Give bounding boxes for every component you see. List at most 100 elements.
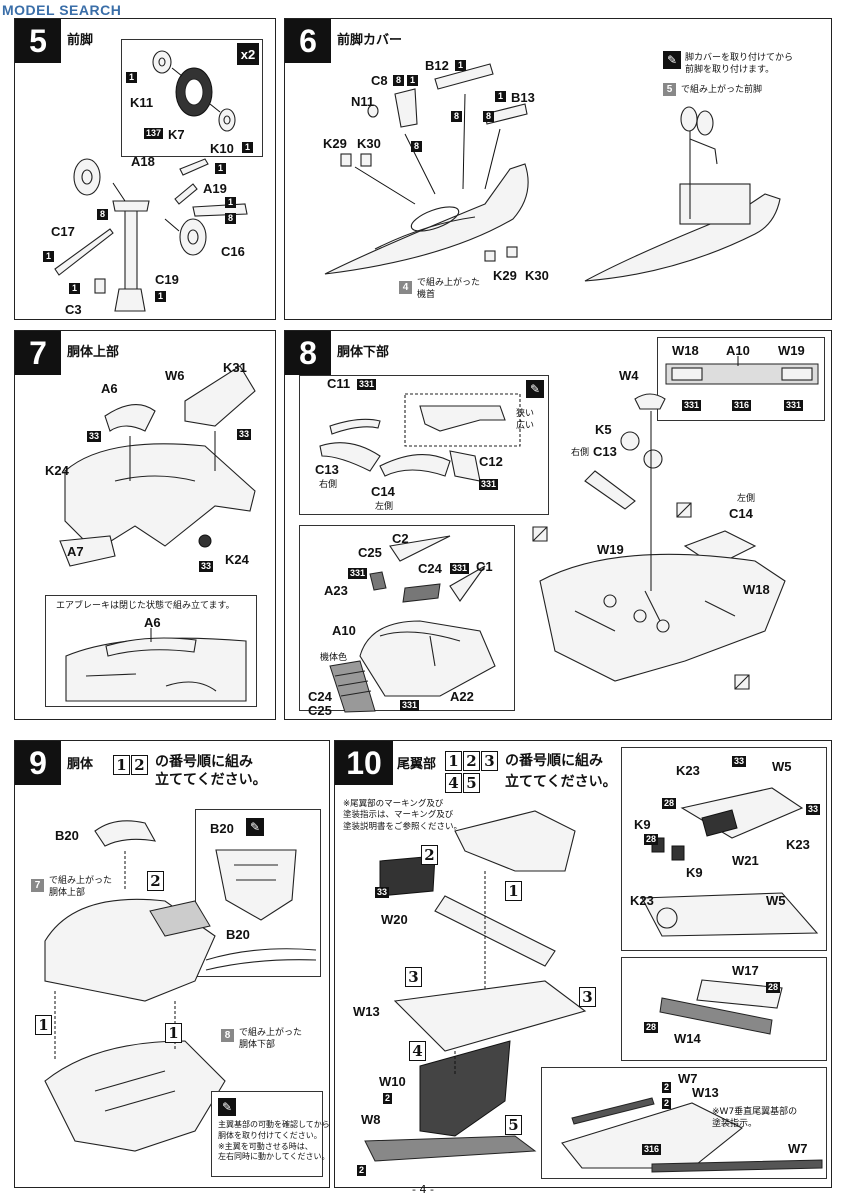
seq-marker-3: 3	[579, 987, 596, 1007]
label-b20: B20	[55, 828, 79, 843]
label-w19: W19	[597, 542, 624, 557]
badge-2: 2	[383, 1093, 393, 1104]
label-c13: C13	[315, 462, 339, 477]
label-c24: C24	[418, 561, 442, 576]
nose-cover-drawing	[324, 63, 781, 282]
step-8-panel: 8 胴体下部 W18 A10 W19 331 316 331 ✎ 狭い 広い C…	[284, 330, 832, 720]
seq-box-5: 5	[463, 773, 480, 793]
label-k30: K30	[357, 136, 381, 151]
label-k24b: K24	[225, 552, 249, 567]
label-k31: K31	[223, 360, 247, 375]
step-title: 前脚カバー	[337, 33, 403, 48]
label-c19: C19	[155, 272, 179, 287]
badge-28: 28	[644, 1022, 659, 1033]
step-5-panel: 5 前脚 x2 1 K11 137 K7 K10 1 A18 1 A19 1 8…	[14, 18, 276, 320]
badge-331: 331	[400, 700, 420, 711]
step-number: 9	[15, 741, 61, 785]
paint-brush-icon: ✎	[526, 380, 544, 398]
narrow-label: 狭い	[516, 409, 535, 419]
label-k9b: K9	[686, 865, 703, 880]
paint-brush-icon: ✎	[246, 818, 264, 836]
seq-marker-2: 2	[147, 871, 164, 891]
label-n11: N11	[351, 94, 375, 109]
label-w17: W17	[732, 963, 759, 978]
page-number: - 4 -	[412, 1183, 434, 1196]
badge-1: 1	[407, 75, 418, 86]
label-k23b: K23	[786, 837, 810, 852]
label-k11: K11	[130, 95, 154, 110]
airbrake-detail-drawing	[65, 628, 247, 702]
badge-8: 8	[97, 209, 108, 220]
w7-paint-subbox: W7 2 W13 2 ※W7垂直尾翼基部の 塗装指示。 316 W7	[541, 1067, 827, 1179]
label-a10-top: A10	[726, 343, 750, 358]
badge-1: 1	[69, 283, 80, 294]
badge-8: 8	[483, 111, 494, 122]
note-cover-first: 脚カバーを取り付けてから 前脚を取り付けます。	[685, 53, 794, 76]
paint-brush-icon: ✎	[218, 1098, 236, 1116]
seq-marker-2: 2	[421, 845, 438, 865]
sequence-instruction: の番号順に組み 立ててください。	[505, 753, 617, 790]
label-a18: A18	[131, 154, 155, 169]
label-c13b: C13	[593, 444, 617, 459]
badge-33: 33	[87, 431, 102, 442]
note-front-gear: で組み上がった前脚	[681, 85, 763, 95]
step-title: 胴体下部	[337, 345, 390, 360]
airbrake-note: エアブレーキは閉じた状態で組み立てます。	[56, 601, 235, 611]
label-w5b: W5	[766, 893, 786, 908]
badge-331: 331	[348, 568, 368, 579]
label-w13: W13	[353, 1004, 380, 1019]
label-c14b: C14	[729, 506, 753, 521]
label-b12: B12	[425, 58, 449, 73]
label-c11: C11	[327, 376, 351, 391]
label-w10: W10	[379, 1074, 406, 1089]
label-w14: W14	[674, 1031, 701, 1046]
label-a10: A10	[332, 623, 356, 638]
label-a19: A19	[203, 181, 227, 196]
intake-subbox: C2 C25 C24 331 C1 331 A23 A10 機体色 A22 C2…	[299, 525, 515, 717]
ref-step-4: 4	[399, 281, 412, 294]
airbrake-note-box: エアブレーキは閉じた状態で組み立てます。 A6	[45, 595, 257, 707]
nose-gear-drawing	[54, 158, 248, 312]
badge-2: 2	[357, 1165, 367, 1176]
stabilizer-drawing	[659, 979, 783, 1035]
badge-331: 331	[682, 400, 702, 411]
badge-2: 2	[662, 1082, 672, 1093]
label-c12: C12	[479, 454, 503, 469]
label-a6: A6	[101, 381, 118, 396]
badge-33: 33	[375, 887, 390, 898]
label-w5: W5	[772, 759, 792, 774]
seq-box-2: 2	[463, 751, 480, 771]
label-c24b: C24	[308, 689, 332, 704]
w7-note: ※W7垂直尾翼基部の 塗装指示。	[712, 1107, 798, 1130]
label-a6b: A6	[144, 615, 161, 630]
label-c2: C2	[392, 531, 409, 546]
x2-badge: x2	[237, 43, 259, 65]
label-w13b: W13	[692, 1085, 719, 1100]
left-side-label: 左側	[737, 494, 756, 504]
step-number: 7	[15, 331, 61, 375]
step-number: 8	[285, 331, 331, 375]
ref-step-8: 8	[221, 1029, 234, 1042]
badge-8: 8	[393, 75, 404, 86]
seq-box-1: 1	[445, 751, 462, 771]
note-nose-assembled: で組み上がった 機首	[417, 278, 481, 301]
badge-8: 8	[225, 213, 236, 224]
ref-step-5: 5	[663, 83, 676, 96]
badge-1: 1	[455, 60, 466, 71]
seq-marker-1: 1	[505, 881, 522, 901]
parts-tree-box: W18 A10 W19 331 316 331	[657, 337, 825, 421]
lower-fuselage-drawing	[532, 393, 786, 690]
label-c17: C17	[51, 224, 75, 239]
label-b20c: B20	[226, 927, 250, 942]
ref-step-7: 7	[31, 879, 44, 892]
label-w6: W6	[165, 368, 185, 383]
label-a22: A22	[450, 689, 474, 704]
wheel-subassembly-box: x2 1 K11 137 K7 K10 1	[121, 39, 263, 157]
label-w18: W18	[743, 582, 770, 597]
label-k29: K29	[323, 136, 347, 151]
step-number: 10	[335, 741, 393, 785]
label-c25b: C25	[308, 703, 332, 718]
wide-label: 広い	[516, 421, 535, 431]
badge-331: 331	[357, 379, 377, 390]
label-a7: A7	[67, 544, 84, 559]
